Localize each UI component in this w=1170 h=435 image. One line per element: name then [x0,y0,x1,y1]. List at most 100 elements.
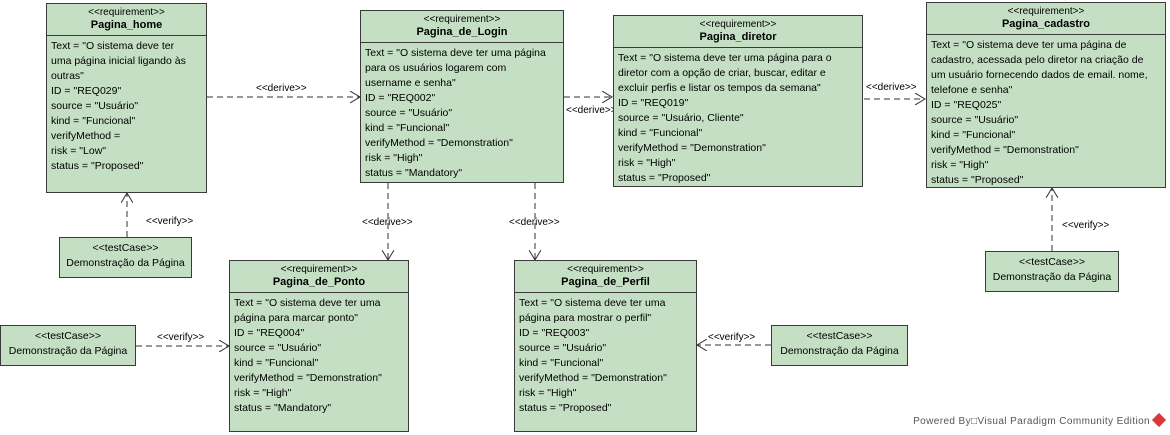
attr-line: status = "Proposed" [931,174,1024,186]
requirement-pagina-de-perfil[interactable]: <<requirement>> Pagina_de_Perfil Text = … [514,260,697,432]
stereotype: <<requirement>> [280,264,358,275]
attr-line: risk = "Low" [51,145,107,157]
requirement-pagina-de-ponto[interactable]: <<requirement>> Pagina_de_Ponto Text = "… [229,260,409,432]
requirement-header: <<requirement>> Pagina_de_Perfil [515,261,696,293]
attr-line: uma página inicial ligando às [51,55,186,67]
derive-label: <<derive>> [509,217,560,228]
attr-line: username e senha" [365,77,456,89]
attr-line: kind = "Funcional" [519,357,604,369]
requirement-name: Pagina_de_Ponto [272,276,366,288]
attr-line: Text = "O sistema deve ter uma página de [931,39,1127,51]
attr-line: source = "Usuário" [931,114,1019,126]
attr-line: source = "Usuário" [51,100,139,112]
attr-line: página para mostrar o perfil" [519,312,652,324]
requirement-attributes: Text = "O sistema deve ter uma página pa… [614,48,862,189]
attr-line: Text = "O sistema deve ter uma página pa… [618,52,832,64]
attr-line: ID = "REQ002" [365,92,436,104]
stereotype: <<requirement>> [88,7,165,18]
requirement-attributes: Text = "O sistema deve ter uma página pa… [361,43,563,184]
attr-line: excluir perfis e listar os tempos da sem… [618,82,821,94]
requirement-pagina-home[interactable]: <<requirement>> Pagina_home Text = "O si… [46,3,207,193]
requirement-header: <<requirement>> Pagina_cadastro [927,3,1165,35]
verify-label: <<verify>> [146,216,194,227]
attr-line: risk = "High" [519,387,577,399]
attr-line: kind = "Funcional" [618,127,703,139]
attr-line: risk = "High" [234,387,292,399]
testcase-cadastro[interactable]: <<testCase>> Demonstração da Página [985,251,1119,292]
attr-line: risk = "High" [931,159,989,171]
attr-line: Text = "O sistema deve ter [51,40,175,52]
attr-line: source = "Usuário" [365,107,453,119]
attr-line: kind = "Funcional" [931,129,1016,141]
requirement-attributes: Text = "O sistema deve ter uma página de… [927,35,1165,191]
testcase-stereotype: <<testCase>> [35,330,101,342]
attr-line: cadastro, acessada pelo diretor na criaç… [931,54,1144,66]
requirement-header: <<requirement>> Pagina_de_Login [361,11,563,43]
attr-line: verifyMethod = "Demonstration" [234,372,382,384]
attr-line: outras" [51,70,84,82]
attr-line: telefone e senha" [931,84,1013,96]
derive-label: <<derive>> [566,105,617,116]
testcase-name: Demonstração da Página [992,271,1112,283]
stereotype: <<requirement>> [567,264,644,275]
attr-line: risk = "High" [618,157,676,169]
derive-label: <<derive>> [866,82,917,93]
requirement-attributes: Text = "O sistema deve ter uma página pa… [230,293,408,419]
attr-line: status = "Proposed" [618,172,711,184]
testcase-stereotype: <<testCase>> [806,330,873,342]
testcase-name: Demonstração da Página [780,345,899,357]
testcase-name: Demonstração da Página [66,257,185,269]
attr-line: status = "Proposed" [519,402,612,414]
attr-line: um usuário fornecendo dados de email. no… [931,69,1148,81]
testcase-stereotype: <<testCase>> [92,242,159,254]
attr-line: Text = "O sistema deve ter uma [519,297,666,309]
testcase-name: Demonstração da Página [8,345,128,357]
attr-line: source = "Usuário" [519,342,607,354]
attr-line: para os usuários logarem com [365,62,507,74]
testcase-ponto[interactable]: <<testCase>> Demonstração da Página [0,325,136,366]
attr-line: ID = "REQ003" [519,327,590,339]
attr-line: ID = "REQ019" [618,97,689,109]
requirement-name: Pagina_diretor [699,31,777,43]
attr-line: status = "Proposed" [51,160,144,172]
verify-label: <<verify>> [157,332,205,343]
attr-line: status = "Mandatory" [365,167,463,179]
derive-label: <<derive>> [256,83,307,94]
verify-label: <<verify>> [708,332,756,343]
attr-line: verifyMethod = "Demonstration" [365,137,513,149]
testcase-stereotype: <<testCase>> [1019,256,1085,268]
attr-line: status = "Mandatory" [234,402,332,414]
attr-line: verifyMethod = "Demonstration" [618,142,766,154]
requirement-name: Pagina_cadastro [1001,18,1091,30]
attr-line: verifyMethod = [51,130,121,142]
testcase-perfil[interactable]: <<testCase>> Demonstração da Página [771,325,908,366]
attr-line: página para marcar ponto" [234,312,358,324]
visual-paradigm-logo-icon [1151,412,1167,428]
requirement-attributes: Text = "O sistema deve ter uma página in… [47,36,206,177]
attr-line: Text = "O sistema deve ter uma página [365,47,546,59]
attr-line: risk = "High" [365,152,423,164]
attr-line: diretor com a opção de criar, buscar, ed… [618,67,826,79]
attr-line: kind = "Funcional" [51,115,136,127]
derive-label: <<derive>> [362,217,413,228]
verify-label: <<verify>> [1062,220,1110,231]
requirement-pagina-diretor[interactable]: <<requirement>> Pagina_diretor Text = "O… [613,15,863,187]
attr-line: Text = "O sistema deve ter uma [234,297,381,309]
attr-line: verifyMethod = "Demonstration" [931,144,1079,156]
attr-line: ID = "REQ025" [931,99,1002,111]
attr-line: kind = "Funcional" [365,122,450,134]
requirement-attributes: Text = "O sistema deve ter uma página pa… [515,293,696,419]
requirement-name: Pagina_home [90,19,163,31]
requirement-name: Pagina_de_Login [416,26,508,38]
attr-line: source = "Usuário, Cliente" [618,112,744,124]
stereotype: <<requirement>> [423,14,501,25]
attr-line: kind = "Funcional" [234,357,319,369]
requirement-pagina-cadastro[interactable]: <<requirement>> Pagina_cadastro Text = "… [926,2,1166,188]
requirement-pagina-de-login[interactable]: <<requirement>> Pagina_de_Login Text = "… [360,10,564,183]
stereotype: <<requirement>> [1007,6,1085,17]
attr-line: source = "Usuário" [234,342,322,354]
testcase-home[interactable]: <<testCase>> Demonstração da Página [59,237,192,278]
requirement-header: <<requirement>> Pagina_home [47,4,206,36]
requirement-name: Pagina_de_Perfil [561,276,650,288]
